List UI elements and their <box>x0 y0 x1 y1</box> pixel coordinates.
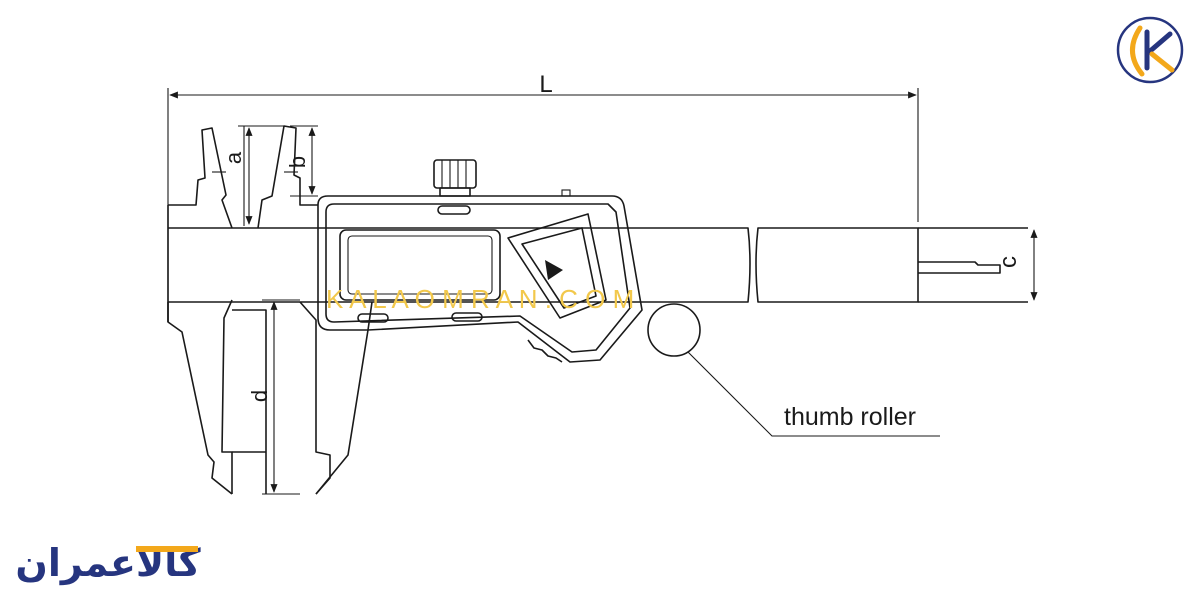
arrow-icon <box>545 260 563 280</box>
logo-letter: K <box>1150 99 1151 101</box>
lcd-screen <box>339 229 501 301</box>
bottom-button-left <box>357 313 389 323</box>
dimension-b: b <box>285 125 318 197</box>
thumb-roller: thumb roller <box>647 303 940 437</box>
label-c: c <box>995 256 1022 268</box>
watermark-text: K A L A O M R A N . C O M <box>326 284 634 314</box>
upper-jaws <box>168 125 318 229</box>
label-L: L <box>539 71 552 98</box>
dimension-c: c <box>995 229 1038 301</box>
label-d: d <box>247 390 272 402</box>
top-button <box>437 205 471 215</box>
brand-logo-circle: K <box>1116 16 1184 101</box>
dimension-d: d <box>247 299 300 495</box>
label-a: a <box>221 151 246 164</box>
dimension-a: a <box>221 125 284 226</box>
lower-jaws <box>167 299 373 495</box>
label-thumb-roller: thumb roller <box>784 403 916 431</box>
slider-housing <box>317 159 643 363</box>
brand-logo-wordmark: کالاعمران <box>14 540 202 585</box>
caliper-beam <box>167 205 1028 322</box>
bottom-button-right <box>451 312 483 322</box>
label-b: b <box>285 156 310 168</box>
locking-screw <box>433 159 477 189</box>
